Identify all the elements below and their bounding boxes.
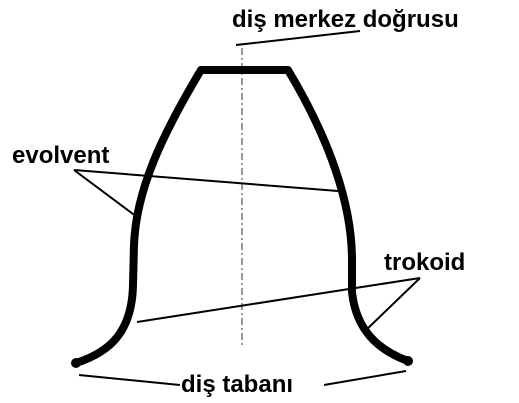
trochoid-leader-left [136,277,421,323]
center-line-label: diş merkez doğrusu [232,6,459,33]
root-leader-left [78,374,181,386]
root-label: diş tabanı [181,371,293,398]
involute-leader-right [73,169,339,192]
root-end-dot-left [71,358,81,368]
involute-leader-left [73,169,138,218]
tooth-profile [72,66,412,367]
trochoid-leader-right [362,277,421,334]
center-line-leader [235,30,361,46]
involute-label: evolvent [12,142,109,169]
root-leader-right [323,370,407,386]
trochoid-label: trokoid [384,249,465,276]
root-end-dot-right [403,356,413,366]
